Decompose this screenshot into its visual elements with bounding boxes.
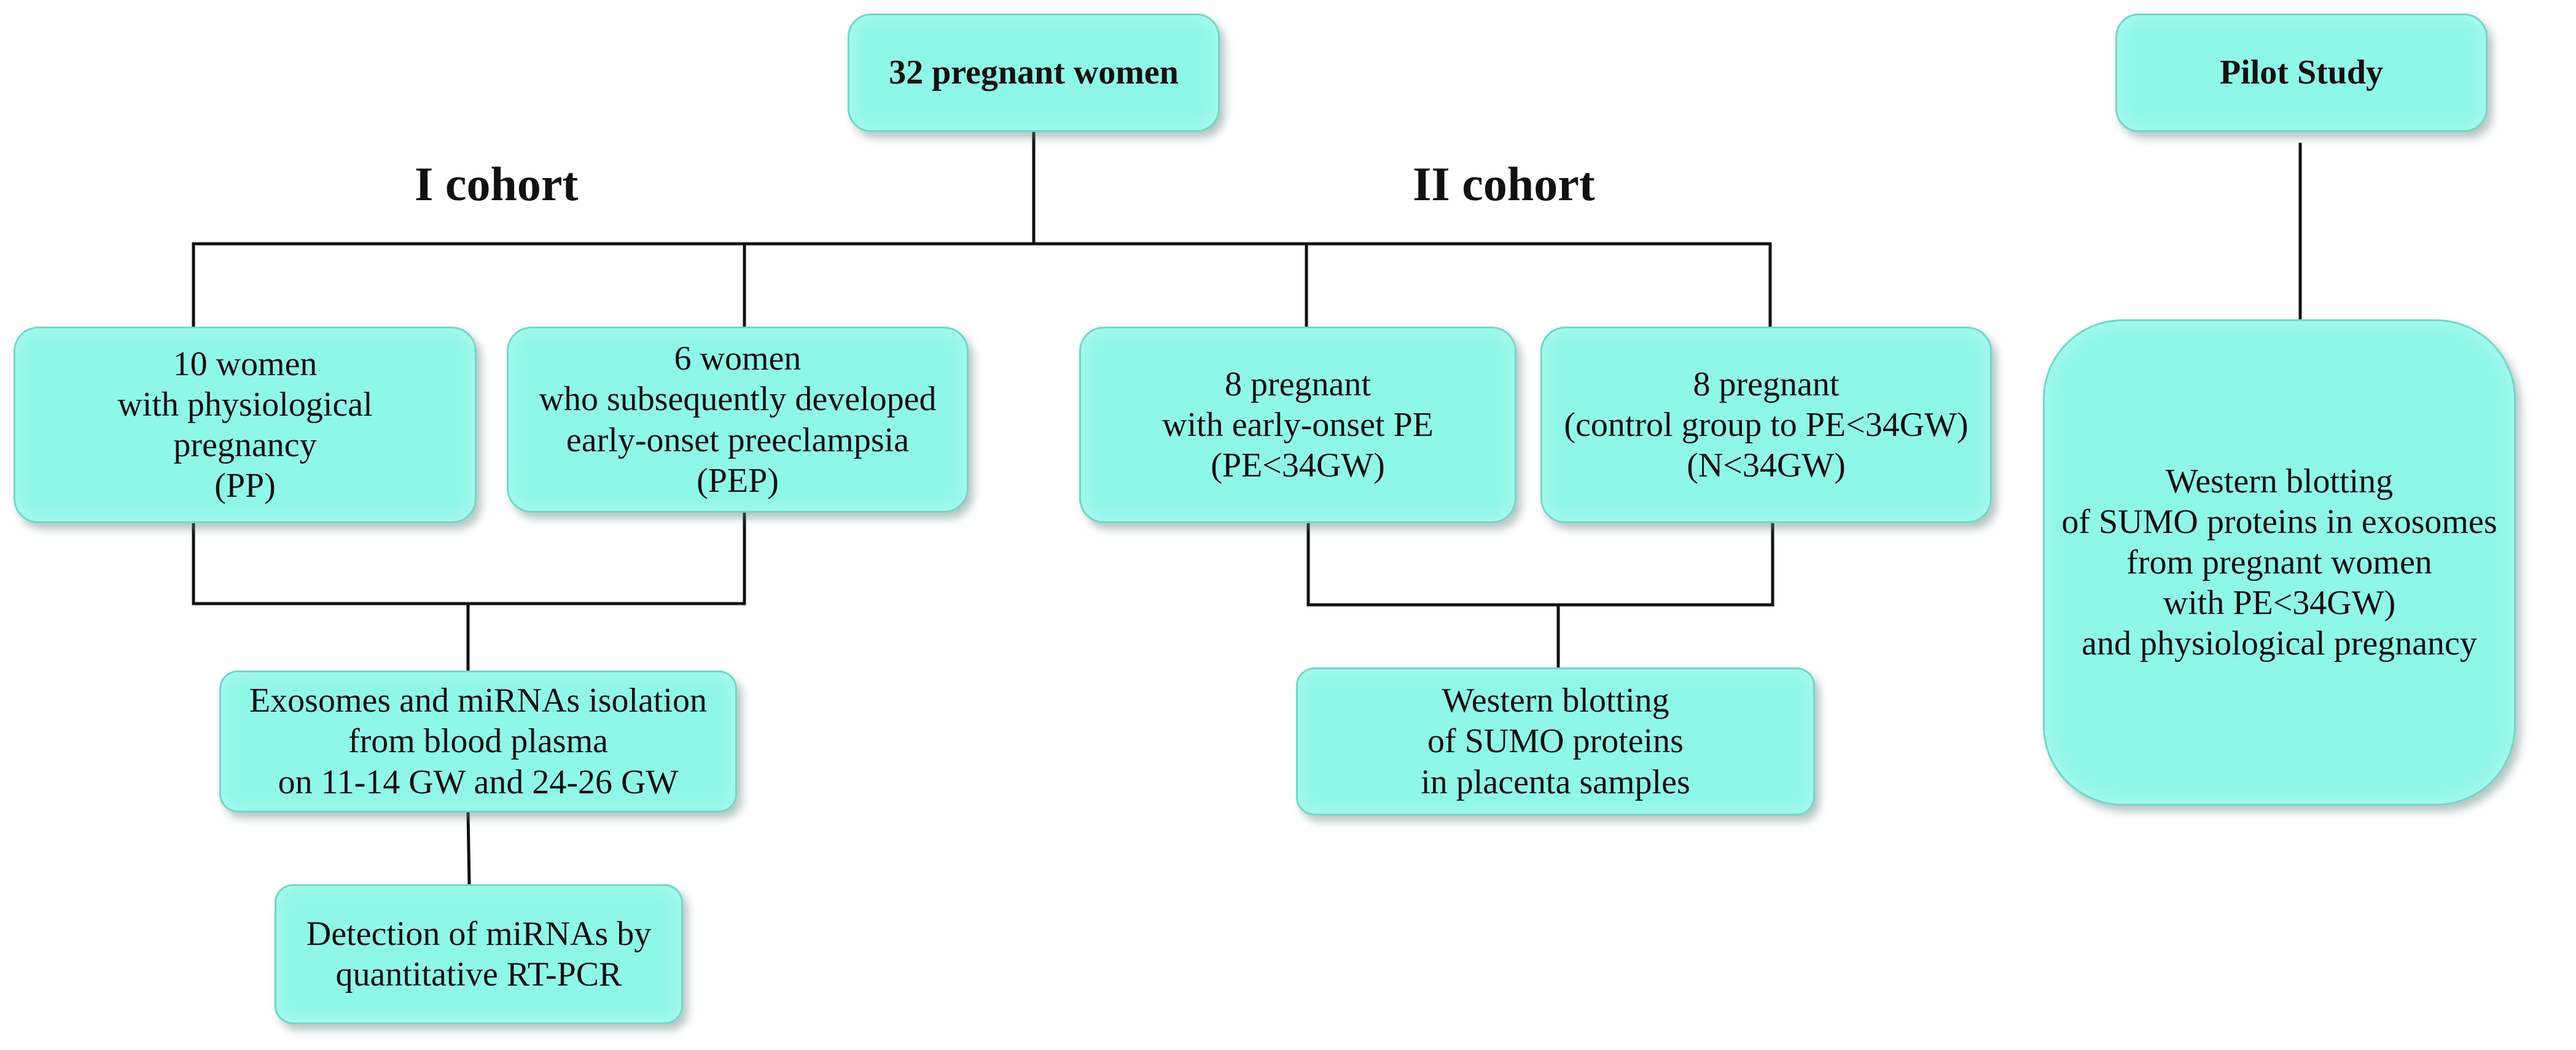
pp-line: (PP) [214, 467, 276, 505]
pep-line: 6 women [674, 340, 802, 378]
root-node-label: 32 pregnant women [889, 53, 1179, 92]
western-exosomes-line: of SUMO proteins in exosomes [2061, 502, 2497, 541]
detection-line: quantitative RT-PCR [335, 955, 622, 994]
pp-line: 10 women [173, 344, 318, 383]
cohort-i-heading: I cohort [415, 157, 579, 211]
pep-group-node: 6 women who subsequently developed early… [507, 327, 969, 513]
exosomes-line: Exosomes and miRNAs isolation [249, 682, 708, 720]
western-exosomes-line: with PE<34GW) [2163, 584, 2396, 623]
pe-group-node: 8 pregnant with early-onset PE (PE<34GW) [1079, 327, 1516, 523]
western-placenta-line: in placenta samples [1421, 763, 1690, 801]
western-placenta-line: Western blotting [1442, 682, 1669, 720]
pe-line: 8 pregnant [1225, 365, 1371, 403]
exosomes-line: on 11-14 GW and 24-26 GW [278, 763, 679, 801]
pp-line: pregnancy [173, 426, 317, 464]
pilot-study-label: Pilot Study [2219, 53, 2384, 92]
western-exosomes-line: Western blotting [2165, 462, 2394, 500]
control-line: (N<34GW) [1687, 446, 1846, 485]
mirna-detection-node: Detection of miRNAs by quantitative RT-P… [275, 884, 683, 1024]
western-exosomes-line: and physiological pregnancy [2082, 624, 2477, 663]
root-node: 32 pregnant women [848, 14, 1220, 132]
pp-group-node: 10 women with physiological pregnancy (P… [14, 327, 477, 523]
western-blot-placenta-node: Western blotting of SUMO proteins in pla… [1296, 667, 1815, 815]
exosomes-isolation-node: Exosomes and miRNAs isolation from blood… [219, 671, 737, 812]
cohort-ii-heading: II cohort [1413, 157, 1595, 211]
pep-line: early-onset preeclampsia [566, 421, 910, 459]
western-blot-exosomes-node: Western blotting of SUMO proteins in exo… [2043, 319, 2516, 806]
control-line: 8 pregnant [1693, 365, 1840, 403]
pe-line: (PE<34GW) [1211, 446, 1385, 485]
control-line: (control group to PE<34GW) [1564, 405, 1969, 444]
pep-line: (PEP) [697, 461, 779, 500]
pp-line: with physiological [117, 385, 373, 424]
western-placenta-line: of SUMO proteins [1427, 722, 1684, 761]
pe-line: with early-onset PE [1162, 405, 1434, 444]
control-group-node: 8 pregnant (control group to PE<34GW) (N… [1540, 327, 1992, 523]
exosomes-line: from blood plasma [348, 722, 609, 761]
pilot-study-node: Pilot Study [2115, 14, 2488, 132]
pep-line: who subsequently developed [539, 380, 937, 419]
detection-line: Detection of miRNAs by [306, 914, 652, 953]
western-exosomes-line: from pregnant women [2126, 543, 2432, 581]
